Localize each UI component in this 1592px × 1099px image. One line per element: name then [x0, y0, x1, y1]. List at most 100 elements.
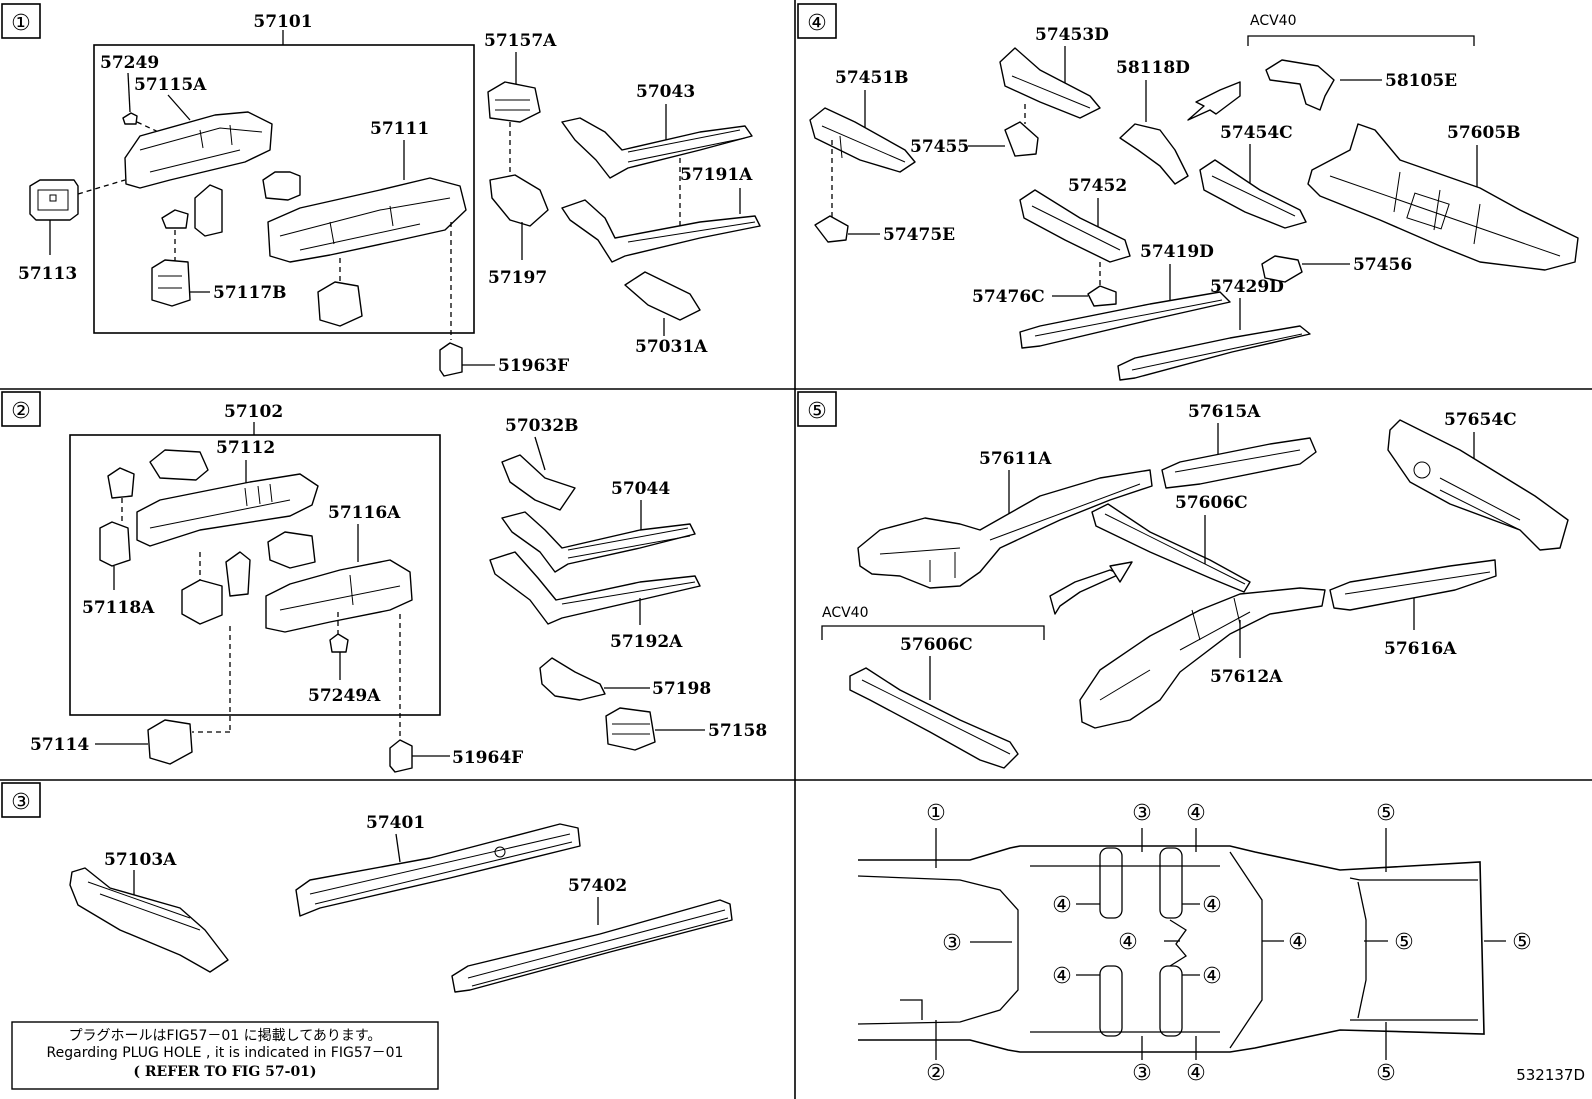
part-label-57429D: 57429D — [1210, 277, 1284, 297]
bracket-part-57197 — [489, 174, 549, 227]
bracket-part-57475E — [814, 215, 849, 243]
note-line-english: Regarding PLUG HOLE , it is indicated in… — [47, 1045, 404, 1061]
part-label-57611A: 57611A — [979, 449, 1052, 469]
bracket-part — [262, 171, 301, 201]
plug-part-51963F — [439, 342, 463, 377]
panel-6-index — [857, 845, 1485, 1053]
part-label-57654C: 57654C — [1444, 410, 1517, 430]
part-label-57192A: 57192A — [610, 632, 683, 652]
part-label-57402: 57402 — [568, 876, 627, 896]
member-part-57401 — [295, 823, 581, 917]
bracket-part — [149, 449, 209, 481]
bracket-part-57455 — [1004, 121, 1039, 157]
part-label-57044: 57044 — [611, 479, 670, 499]
part-label-57476C: 57476C — [972, 287, 1045, 307]
bracket-part-57198 — [539, 657, 606, 701]
part-label-57197: 57197 — [488, 268, 547, 288]
bracket-part-57031A — [624, 271, 701, 321]
part-label-57612A: 57612A — [1210, 667, 1283, 687]
part-label-57102: 57102 — [224, 402, 283, 422]
member-part-57112 — [136, 473, 319, 547]
part-label-57116A: 57116A — [328, 503, 401, 523]
direction-arrow — [1049, 569, 1121, 615]
part-label-57249: 57249 — [100, 53, 159, 73]
part-label-57454C: 57454C — [1220, 123, 1293, 143]
bracket-part — [107, 467, 135, 499]
part-label-57043: 57043 — [636, 82, 695, 102]
bracket-part-57456 — [1261, 255, 1303, 283]
part-label-57113: 57113 — [18, 264, 77, 284]
bracket-part-57117B — [151, 259, 191, 307]
member-part-57454C — [1199, 159, 1307, 229]
bracket-part — [194, 184, 223, 237]
index-marker-3: ③ — [1132, 1061, 1152, 1086]
clip-part — [161, 209, 189, 229]
bracket-part — [317, 281, 363, 327]
svg-text:①: ① — [11, 11, 31, 36]
part-label-57616A: 57616A — [1384, 639, 1457, 659]
part-label-57114: 57114 — [30, 735, 89, 755]
part-label-58105E: 58105E — [1385, 71, 1457, 91]
assembly-box-57102 — [69, 434, 441, 716]
bracket-part-58105E — [1265, 59, 1335, 111]
member-part-57616A — [1329, 559, 1497, 611]
part-label-57158: 57158 — [708, 721, 767, 741]
index-marker-4: ④ — [1052, 964, 1072, 989]
acv40-label-panel4: ACV40 — [1250, 13, 1297, 29]
part-label-57111: 57111 — [370, 119, 429, 139]
part-label-57615A: 57615A — [1188, 402, 1261, 422]
part-label-57117B: 57117B — [213, 283, 287, 303]
assembly-box-57101 — [93, 44, 475, 334]
member-part-57191A — [561, 199, 761, 263]
panel-marker-4: ④ — [797, 3, 837, 39]
bracket-part-57158 — [605, 707, 656, 751]
member-part-57451B — [809, 107, 916, 173]
part-label-57452: 57452 — [1068, 176, 1127, 196]
index-marker-5: ⑤ — [1376, 1061, 1396, 1086]
bracket-part-57032B — [501, 454, 576, 511]
clip-part-57249A — [329, 633, 349, 653]
panel-5: 57615A 57654C 57611A 57606C 57612A 57616… — [821, 402, 1569, 769]
bracket-part — [267, 531, 316, 569]
index-marker-5: ⑤ — [1376, 801, 1396, 826]
panel-marker-3: ③ — [1, 782, 41, 818]
panel-2: 57102 57112 57118A 57116A 57249A 57114 — [30, 402, 767, 773]
figure-code: 532137D — [1516, 1066, 1585, 1084]
index-marker-5: ⑤ — [1512, 930, 1532, 955]
direction-arrowhead — [1109, 561, 1133, 583]
part-label-57103A: 57103A — [104, 850, 177, 870]
member-part-57419D — [1019, 291, 1231, 349]
bracket-part-57118A — [99, 521, 131, 567]
panel-marker-1: ① — [1, 3, 41, 39]
panel-marker-5: ⑤ — [797, 391, 837, 427]
member-part-57606C-lower — [849, 667, 1019, 769]
part-label-57456: 57456 — [1353, 255, 1412, 275]
svg-text:⑤: ⑤ — [807, 399, 827, 424]
part-label-57455: 57455 — [910, 137, 969, 157]
index-marker-5: ⑤ — [1394, 930, 1414, 955]
plug-part-51964F — [389, 739, 413, 773]
part-label-57115A: 57115A — [134, 75, 207, 95]
part-label-57198: 57198 — [652, 679, 711, 699]
member-part-57044 — [501, 511, 696, 573]
bracket-part-58118D — [1119, 123, 1189, 185]
member-part-57115A — [124, 111, 273, 189]
bracket-part — [181, 579, 223, 625]
part-label-58118D: 58118D — [1116, 58, 1190, 78]
part-label-57453D: 57453D — [1035, 25, 1109, 45]
frame-part-57612A — [1079, 587, 1326, 729]
index-leaders — [935, 828, 1506, 1060]
direction-arrow — [1187, 81, 1241, 121]
index-marker-4: ④ — [1202, 964, 1222, 989]
frame-outline — [858, 845, 1485, 1053]
index-marker-3: ③ — [942, 931, 962, 956]
part-label-57031A: 57031A — [635, 337, 708, 357]
acv40-label-panel5: ACV40 — [822, 605, 869, 621]
panel-3: 57103A 57401 57402 プラグホールはFIG57－01 に掲載して… — [11, 813, 733, 1090]
index-marker-2: ② — [926, 1061, 946, 1086]
bracket-part-57113 — [29, 179, 79, 221]
part-label-57606C-lower: 57606C — [900, 635, 973, 655]
part-label-57401: 57401 — [366, 813, 425, 833]
note-box — [11, 1021, 439, 1090]
